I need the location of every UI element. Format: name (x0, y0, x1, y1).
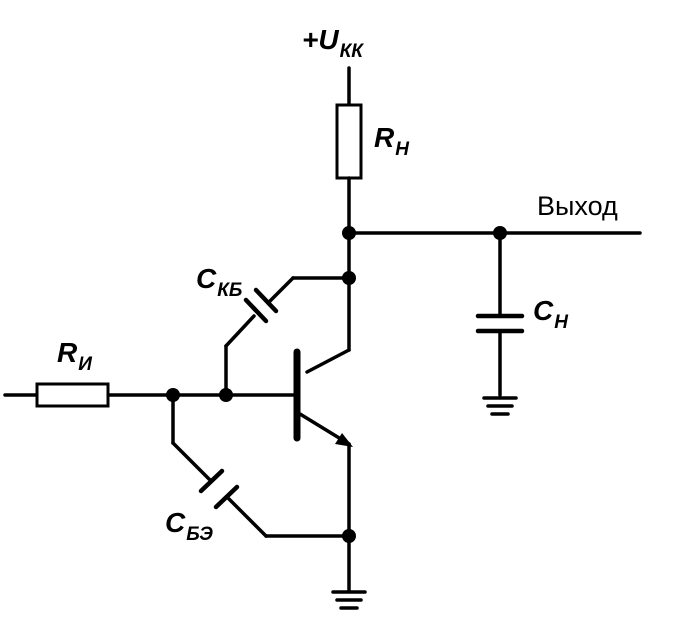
load-capacitor (475, 313, 525, 334)
junction-load-cap (493, 226, 507, 240)
cap-be-wire (171, 393, 351, 538)
load-resistor (335, 103, 363, 180)
collector-wire (305, 176, 351, 374)
junction-collector (342, 271, 356, 285)
junction-input (166, 388, 180, 402)
supply-label: +UКК (302, 24, 364, 62)
load-resistor-label: RН (374, 122, 410, 160)
cap-be-label: CБЭ (165, 507, 213, 545)
cap-cb-wire (224, 276, 351, 397)
transistor (293, 348, 353, 447)
output-ground-symbol (482, 396, 518, 416)
cap-cb-label: CКБ (196, 263, 242, 301)
junction-emitter (342, 529, 356, 543)
emitter-ground-symbol (331, 590, 367, 610)
source-resistor-label: RИ (57, 337, 92, 375)
cap-be (198, 468, 240, 510)
source-resistor (35, 382, 110, 408)
cap-cb (243, 287, 279, 324)
junction-base (219, 388, 233, 402)
load-capacitor-label: CН (533, 295, 569, 333)
output-label: Выход (537, 191, 618, 221)
junction-output (342, 226, 356, 240)
